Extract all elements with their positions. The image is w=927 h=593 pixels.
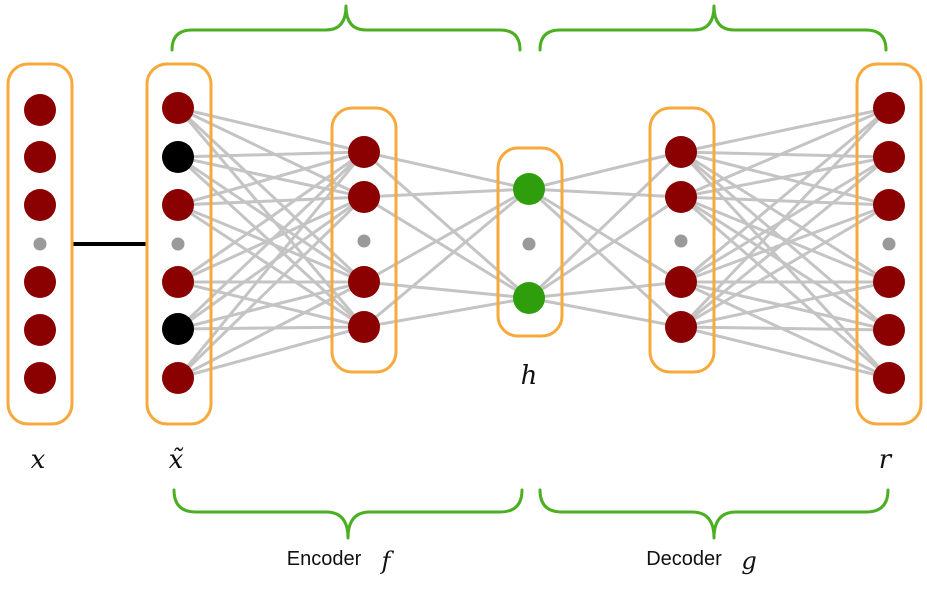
encoder-function-label: f [380, 547, 395, 575]
edge-corrupted-input-0-to-encoder-hidden-3 [176, 106, 366, 284]
edge-decoder-hidden-4-to-reconstruction-r-4 [680, 280, 890, 329]
neuron-reconstruction-r-6 [873, 362, 905, 394]
neuron-corrupted-input-0 [162, 92, 194, 124]
edge-decoder-hidden-4-to-reconstruction-r-0 [679, 106, 891, 329]
edge-encoder-hidden-0-to-code-h-2 [363, 150, 530, 300]
neuron-reconstruction-r-4 [873, 266, 905, 298]
neuron-decoder-hidden-4 [665, 311, 697, 343]
decoder-label: Decoder [646, 548, 722, 570]
edge-decoder-hidden-1-to-reconstruction-r-5 [680, 195, 890, 332]
edge-encoder-hidden-0-to-code-h-0 [363, 150, 530, 191]
layer-box-encoder-hidden [330, 106, 398, 374]
bottom-brace-encoder [172, 488, 524, 540]
braces [170, 4, 890, 540]
neuron-decoder-hidden-0 [665, 136, 697, 168]
ellipsis-dot-encoder-hidden-2 [357, 234, 371, 248]
top-brace-decoder [538, 4, 888, 52]
edge-decoder-hidden-4-to-reconstruction-r-5 [680, 325, 890, 332]
ellipsis-dot-reconstruction-r-3 [882, 237, 896, 251]
layer-boxes [6, 62, 923, 426]
neuron-input-x-0 [24, 94, 56, 126]
edge-encoder-hidden-3-to-code-h-0 [363, 187, 530, 284]
edge-decoder-hidden-1-to-reconstruction-r-2 [680, 195, 890, 207]
label-h: h [521, 361, 538, 391]
edge-decoder-hidden-4-to-reconstruction-r-6 [680, 325, 890, 380]
layer-box-reconstruction-r [855, 62, 923, 426]
label-r: r [879, 445, 893, 475]
bottom-brace-decoder [538, 488, 890, 540]
edge-decoder-hidden-1-to-reconstruction-r-1 [680, 155, 890, 199]
top-brace-encoder [170, 4, 522, 52]
neuron-input-x-5 [24, 314, 56, 346]
neuron-code-h-2 [513, 282, 545, 314]
neuron-reconstruction-r-5 [873, 314, 905, 346]
neuron-reconstruction-r-1 [873, 141, 905, 173]
edge-encoder-hidden-4-to-code-h-2 [363, 296, 530, 329]
edge-code-h-2-to-decoder-hidden-1 [528, 195, 682, 300]
layer-box-input-x [6, 62, 74, 426]
layer-box-corrupted-input [145, 62, 213, 426]
ellipsis-dot-decoder-hidden-2 [674, 234, 688, 248]
edge-decoder-hidden-4-to-reconstruction-r-1 [680, 155, 890, 329]
edge-encoder-hidden-1-to-code-h-2 [363, 195, 530, 300]
decoder-function-label: g [741, 547, 756, 575]
edge-decoder-hidden-0-to-reconstruction-r-0 [680, 106, 890, 154]
label-x-tilde: x̃ [169, 445, 184, 475]
edge-encoder-hidden-4-to-code-h-0 [363, 187, 530, 329]
edge-code-h-0-to-decoder-hidden-0 [528, 150, 682, 191]
neurons [24, 92, 905, 394]
ellipsis-dot-code-h-1 [522, 237, 536, 251]
neuron-corrupted-input-4 [162, 266, 194, 298]
edge-decoder-hidden-1-to-reconstruction-r-6 [680, 195, 890, 380]
edge-encoder-hidden-3-to-code-h-2 [363, 280, 530, 300]
edge-decoder-hidden-1-to-reconstruction-r-0 [680, 106, 890, 199]
edge-code-h-2-to-decoder-hidden-3 [528, 280, 682, 300]
edge-decoder-hidden-3-to-reconstruction-r-0 [680, 106, 890, 284]
neuron-encoder-hidden-1 [348, 181, 380, 213]
edge-code-h-0-to-decoder-hidden-1 [528, 187, 682, 199]
ellipsis-dot-corrupted-input-3 [171, 237, 185, 251]
edge-decoder-hidden-4-to-reconstruction-r-2 [680, 203, 890, 329]
neuron-corrupted-input-1 [162, 141, 194, 173]
neuron-code-h-0 [513, 173, 545, 205]
edge-decoder-hidden-1-to-reconstruction-r-4 [680, 195, 890, 284]
edge-encoder-hidden-1-to-code-h-0 [363, 187, 530, 199]
edge-code-h-0-to-decoder-hidden-3 [528, 187, 682, 284]
neuron-corrupted-input-6 [162, 362, 194, 394]
edge-code-h-2-to-decoder-hidden-4 [528, 296, 682, 329]
neuron-input-x-2 [24, 189, 56, 221]
neuron-reconstruction-r-2 [873, 189, 905, 221]
ellipsis-dot-input-x-3 [33, 237, 47, 251]
neuron-decoder-hidden-3 [665, 266, 697, 298]
neuron-encoder-hidden-4 [348, 311, 380, 343]
neuron-input-x-6 [24, 362, 56, 394]
neuron-reconstruction-r-0 [873, 92, 905, 124]
layer-box-code-h [496, 146, 564, 338]
label-x: x [31, 445, 46, 475]
neuron-corrupted-input-5 [162, 313, 194, 345]
edge-code-h-0-to-decoder-hidden-4 [527, 187, 683, 329]
neuron-input-x-1 [24, 141, 56, 173]
neuron-corrupted-input-2 [162, 189, 194, 221]
layer-box-decoder-hidden [648, 106, 716, 374]
neuron-encoder-hidden-3 [348, 266, 380, 298]
neuron-input-x-4 [24, 266, 56, 298]
encoder-label: Encoder [287, 548, 362, 570]
edge-code-h-2-to-decoder-hidden-0 [527, 150, 683, 300]
neuron-encoder-hidden-0 [348, 136, 380, 168]
neuron-decoder-hidden-1 [665, 181, 697, 213]
edge-decoder-hidden-0-to-reconstruction-r-1 [680, 150, 890, 159]
